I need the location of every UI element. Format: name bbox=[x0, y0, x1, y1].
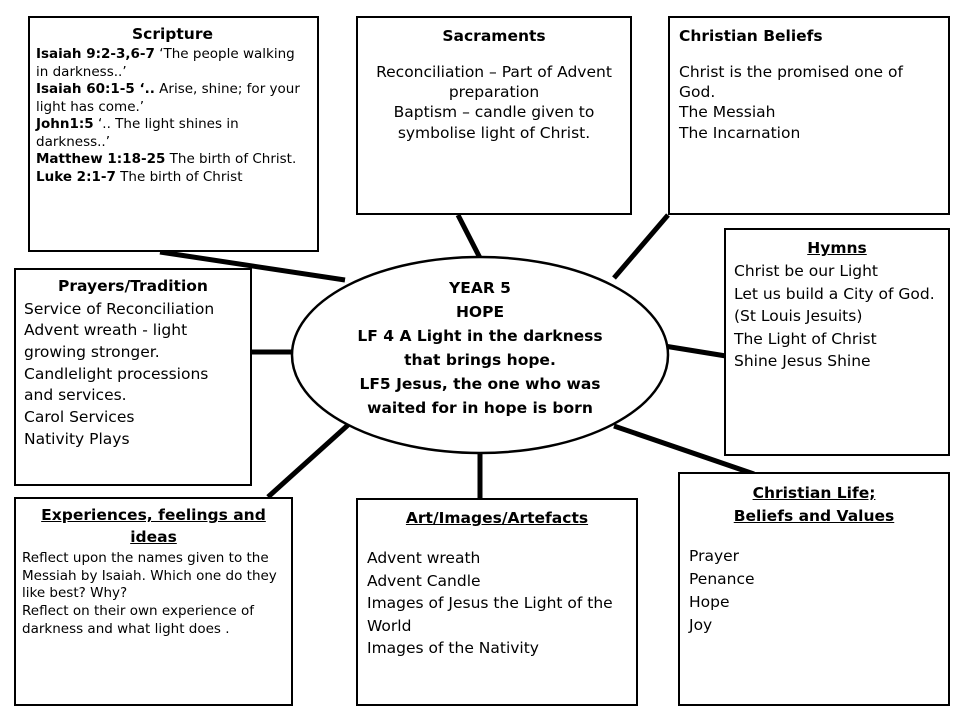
connector-life bbox=[613, 423, 755, 477]
scripture-text: Arise, shine; for your light has come.’ bbox=[36, 81, 300, 115]
scripture-text: ‘.. The light shines in darkness..’ bbox=[36, 116, 239, 150]
beliefs-line: The Incarnation bbox=[679, 123, 801, 142]
hymns-title: Hymns bbox=[807, 239, 867, 257]
experiences-line: Reflect on their own experience of darkn… bbox=[22, 603, 255, 637]
beliefs-box: Christian Beliefs Christ is the promised… bbox=[668, 16, 950, 215]
hymns-line: Christ be our Light bbox=[734, 262, 878, 281]
center-lf5: LF5 Jesus, the one who was waited for in… bbox=[359, 375, 601, 417]
prayers-line: Candlelight processions and services. bbox=[24, 364, 209, 405]
sacraments-title: Sacraments bbox=[442, 27, 546, 45]
scripture-text: The birth of Christ bbox=[115, 168, 243, 185]
prayers-line: Service of Reconciliation bbox=[24, 299, 215, 318]
sacraments-line: Baptism – candle given to symbolise ligh… bbox=[393, 103, 595, 142]
art-line: Images of Jesus the Light of the World bbox=[367, 594, 613, 635]
scripture-title: Scripture bbox=[131, 25, 213, 43]
art-line: Advent Candle bbox=[367, 571, 481, 590]
hymns-line: The Light of Christ bbox=[734, 329, 877, 348]
scripture-item: Isaiah 60:1-5 ‘.. Arise, shine; for your… bbox=[36, 81, 309, 116]
scripture-item: Luke 2:1-7 The birth of Christ bbox=[36, 169, 309, 187]
life-line: Hope bbox=[689, 593, 730, 611]
art-line: Images of the Nativity bbox=[367, 639, 539, 658]
scripture-item: Isaiah 9:2-3,6-7 ‘The people walking in … bbox=[36, 46, 309, 81]
prayers-line: Nativity Plays bbox=[24, 429, 130, 448]
connector-experiences bbox=[266, 423, 350, 499]
life-title-line1: Christian Life; bbox=[752, 484, 876, 502]
hymns-line: Shine Jesus Shine bbox=[734, 352, 871, 371]
life-box: Christian Life; Beliefs and Values Praye… bbox=[678, 472, 950, 706]
connector-scripture bbox=[159, 249, 346, 283]
sacraments-line: Reconciliation – Part of Advent preparat… bbox=[376, 63, 612, 102]
life-line: Joy bbox=[689, 616, 713, 635]
connector-beliefs bbox=[612, 213, 670, 280]
scripture-ref: John1:5 bbox=[36, 116, 94, 133]
art-title: Art/Images/Artefacts bbox=[405, 509, 589, 527]
prayers-title: Prayers/Tradition bbox=[58, 277, 208, 295]
experiences-box: Experiences, feelings and ideas Reflect … bbox=[14, 497, 293, 706]
life-line: Prayer bbox=[689, 546, 740, 565]
center-theme: HOPE bbox=[455, 303, 505, 321]
scripture-ref: Isaiah 60:1-5 ‘.. bbox=[36, 81, 155, 98]
beliefs-line: Christ is the promised one of God. bbox=[679, 63, 903, 102]
art-line: Advent wreath bbox=[367, 549, 481, 568]
scripture-ref: Matthew 1:18-25 bbox=[36, 151, 166, 168]
center-year: YEAR 5 bbox=[449, 279, 511, 297]
scripture-text: The birth of Christ. bbox=[165, 151, 297, 168]
beliefs-title: Christian Beliefs bbox=[679, 27, 823, 45]
sacraments-box: Sacraments Reconciliation – Part of Adve… bbox=[356, 16, 632, 215]
scripture-item: Matthew 1:18-25 The birth of Christ. bbox=[36, 151, 309, 169]
center-lf4: LF 4 A Light in the darkness that brings… bbox=[357, 327, 603, 369]
prayers-line: Advent wreath - light growing stronger. bbox=[24, 321, 188, 362]
center-text: YEAR 5 HOPE LF 4 A Light in the darkness… bbox=[290, 276, 670, 420]
experiences-title: Experiences, feelings and ideas bbox=[41, 506, 266, 546]
life-title-line2: Beliefs and Values bbox=[733, 507, 895, 526]
scripture-ref: Luke 2:1-7 bbox=[36, 168, 116, 185]
prayers-line: Carol Services bbox=[24, 408, 135, 427]
connector-sacraments bbox=[455, 213, 483, 260]
scripture-item: John1:5 ‘.. The light shines in darkness… bbox=[36, 116, 309, 151]
life-line: Penance bbox=[689, 569, 755, 588]
center-ellipse bbox=[290, 255, 670, 455]
prayers-box: Prayers/Tradition Service of Reconciliat… bbox=[14, 268, 252, 486]
experiences-line: Reflect upon the names given to the Mess… bbox=[22, 550, 277, 602]
art-box: Art/Images/Artefacts Advent wreath Adven… bbox=[356, 498, 638, 706]
scripture-text: ‘The people walking in darkness..’ bbox=[36, 46, 295, 80]
hymns-line: Let us build a City of God. (St Louis Je… bbox=[734, 284, 935, 326]
scripture-ref: Isaiah 9:2-3,6-7 bbox=[36, 46, 155, 63]
scripture-box: Scripture Isaiah 9:2-3,6-7 ‘The people w… bbox=[28, 16, 319, 252]
hymns-box: Hymns Christ be our Light Let us build a… bbox=[724, 228, 950, 456]
beliefs-line: The Messiah bbox=[679, 103, 776, 122]
